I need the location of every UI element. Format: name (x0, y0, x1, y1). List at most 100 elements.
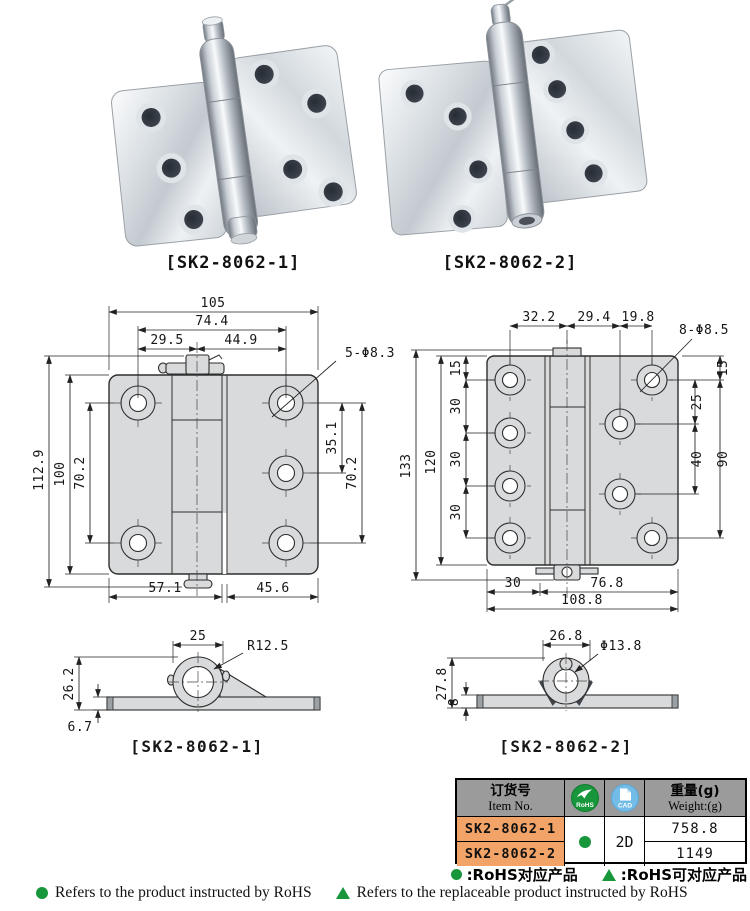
header-weight: 重量(g) Weight:(g) (645, 780, 745, 817)
header-rohs: RoHS (565, 780, 605, 817)
dim-text: 133 (399, 454, 414, 479)
dim-hole-span: 74.4 (137, 314, 287, 398)
dim-text: 112.9 (32, 449, 47, 491)
dim-text: 90 (716, 451, 731, 468)
dim-text: 15 (449, 360, 464, 377)
dim-height: 27.8 (435, 657, 545, 709)
dim-text: 26.2 (62, 667, 77, 700)
rohs-legend-en: Refers to the product instructed by RoHS… (36, 884, 688, 902)
cad-icon-text: CAD (617, 803, 631, 810)
dim-radius: R12.5 (213, 639, 289, 670)
side-view-label-2: [SK2-8062-2] (499, 737, 633, 756)
legend-dot-text-cn: :RoHS对应产品 (466, 866, 578, 884)
side-drawing-left: 25 R12.5 26.2 6.7 [SK2-8062-1] (62, 629, 321, 756)
screw-hole (262, 519, 310, 567)
dim-left-pitch-3: 30 (449, 485, 469, 539)
dim-center-to-right: 44.9 (196, 333, 287, 352)
dim-text: 57.1 (148, 581, 181, 596)
hinge2-holes (400, 40, 608, 233)
screw-hole (489, 517, 531, 559)
dim-body-height: 100 (53, 374, 109, 575)
dim-total-width: 105 (108, 296, 319, 370)
dim-text: 44.9 (224, 333, 257, 348)
legend-tri-text-cn: :RoHS可对应产品 (620, 866, 747, 884)
photo-label-1: [SK2-8062-1] (165, 253, 301, 273)
dim-body-height: 120 (424, 355, 487, 566)
dim-bottom-right: 76.8 (539, 576, 679, 595)
callout-text: 5-Φ8.3 (345, 346, 395, 361)
screw-hole (599, 473, 641, 515)
screw-hole (489, 359, 531, 401)
dim-text: 8 (447, 698, 462, 706)
screw-hole (631, 517, 673, 559)
dim-left-to-center: 32.2 (509, 310, 568, 329)
dim-left-pitch-1: 30 (449, 379, 469, 434)
cad-icon: CAD (610, 784, 639, 812)
weight-value-2: 1149 (676, 846, 714, 862)
screw-hole (599, 403, 641, 445)
callout-holes: 8-Φ8.5 (639, 323, 728, 393)
dim-text: 35.1 (325, 421, 340, 454)
dim-left-top-offset: 15 (449, 355, 469, 381)
dim-right-upper-pitch: 35.1 (310, 402, 366, 474)
dim-text: 15 (716, 360, 731, 377)
header-item: 订货号 Item No. (457, 780, 565, 817)
screw-hole (262, 449, 310, 497)
hinge-body (108, 374, 319, 575)
dim-text: 30 (505, 576, 522, 591)
dim-text: R12.5 (247, 639, 289, 654)
screw-hole (489, 412, 531, 454)
dim-text: 120 (424, 450, 439, 475)
front-drawing-left: 105 74.4 29.5 44.9 5-Φ8.3 112.9 100 (32, 296, 395, 603)
dim-text: 105 (201, 296, 226, 311)
dim-right-top-offset: 15 (716, 355, 731, 381)
rohs-status-cell (565, 817, 605, 866)
spec-table: 订货号 Item No. RoHS CAD 重量(g) Weight:(g) S… (455, 778, 747, 866)
header-item-en: Item No. (488, 798, 533, 813)
rohs-triangle-icon (601, 868, 616, 881)
dim-left-hole-pitch: 70.2 (73, 402, 114, 544)
dim-thickness: 6.7 (68, 684, 110, 735)
dim-text: 30 (449, 504, 464, 521)
header-weight-cn: 重量(g) (670, 782, 720, 799)
rohs-icon-text: RoHS (576, 802, 594, 809)
dim-text: 26.8 (549, 629, 582, 644)
hinge2-barrel (485, 0, 545, 229)
hinge-photo-2 (378, 0, 648, 236)
header-item-cn: 订货号 (490, 782, 531, 799)
dim-right-hole-pitch: 70.2 (310, 402, 366, 544)
dim-text: 76.8 (590, 576, 623, 591)
hinge1-barrel (199, 16, 259, 245)
dim-text: 45.6 (256, 581, 289, 596)
dim-text: 25 (190, 629, 207, 644)
photo-label-2: [SK2-8062-2] (442, 253, 578, 273)
dim-text: 19.8 (621, 310, 654, 325)
side-view-label-1: [SK2-8062-1] (130, 737, 264, 756)
dim-right-mid-pitch: 40 (690, 423, 705, 495)
dim-right-hole-pitch: 90 (716, 379, 731, 539)
dim-thickness: 8 (447, 682, 479, 721)
clearance-slot (222, 513, 227, 574)
dim-left-pitch-2: 30 (449, 432, 469, 487)
bottom-pin (183, 573, 213, 589)
dim-barrel-width: 26.8 (542, 629, 591, 661)
legend-tri-text-en: Refers to the replaceable product instru… (356, 884, 688, 901)
rohs-legend-cn: :RoHS对应产品 :RoHS可对应产品 (450, 864, 747, 885)
rohs-icon: RoHS (570, 784, 599, 812)
hinge-body (486, 355, 679, 566)
dim-text: 100 (53, 462, 68, 487)
rohs-dot-icon (36, 887, 48, 899)
hinge-photo-1 (111, 16, 357, 247)
dim-text: 70.2 (73, 456, 88, 489)
dim-text: 25 (690, 394, 705, 411)
dim-mid-to-right: 19.8 (619, 310, 654, 329)
screw-hole (262, 379, 310, 427)
hinge1-holes (136, 59, 349, 235)
dim-text: 74.4 (195, 314, 228, 329)
dim-text: 27.8 (435, 667, 450, 700)
front-drawing-right: 32.2 29.4 19.8 8-Φ8.5 133 120 (399, 310, 731, 612)
legend-dot-text-en: Refers to the product instructed by RoHS (55, 884, 312, 901)
header-cad: CAD (605, 780, 645, 817)
